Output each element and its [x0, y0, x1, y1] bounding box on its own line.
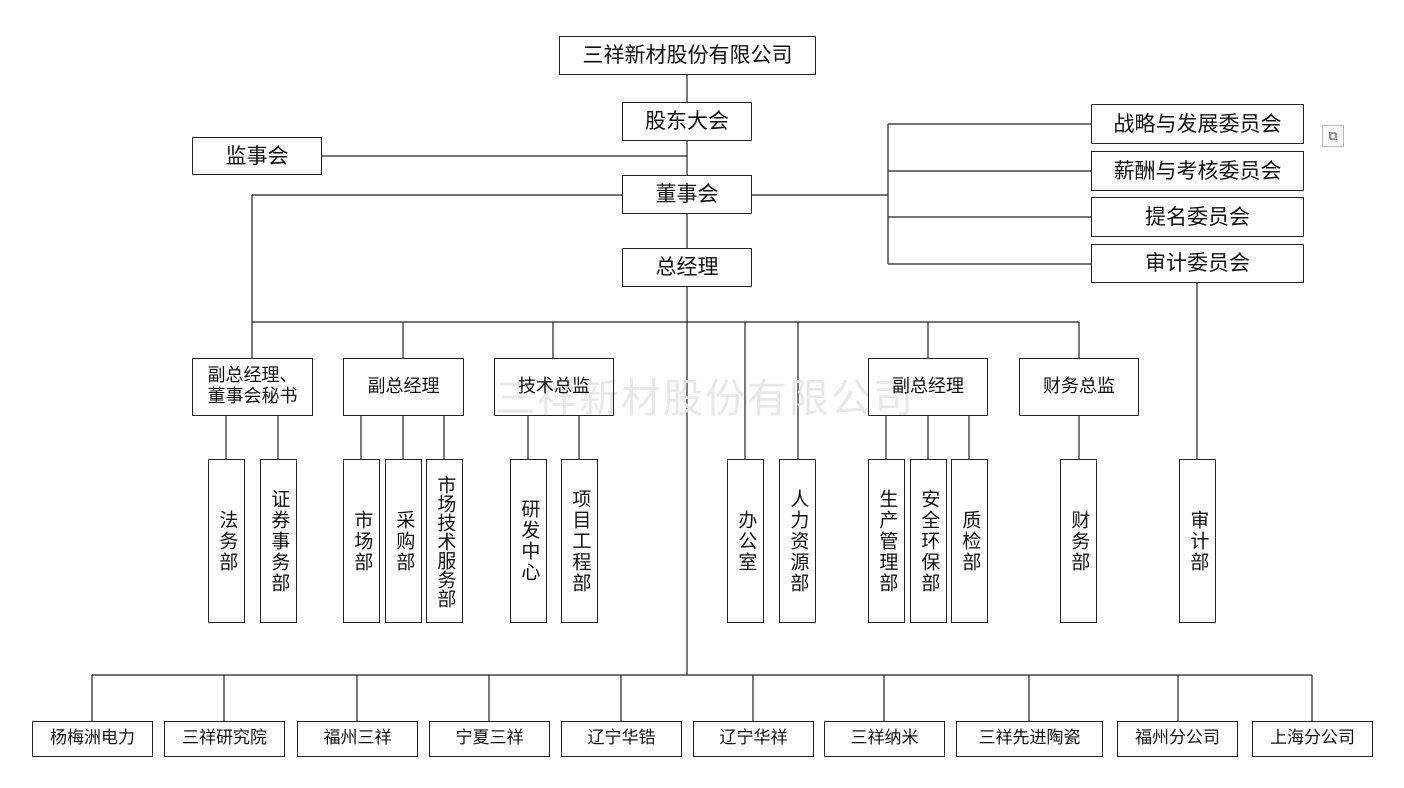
node-sub-liaoning-huaxiang: 辽宁华祥	[693, 721, 814, 757]
node-dept-legal: 法务部	[208, 459, 245, 623]
node-sub-yangmeizhou-power: 杨梅洲电力	[32, 721, 153, 757]
node-sub-ningxia-sanxiang: 宁夏三祥	[429, 721, 550, 757]
node-dept-quality: 质检部	[951, 459, 988, 623]
node-sub-fuzhou-branch: 福州分公司	[1117, 721, 1238, 757]
node-dept-finance: 财务部	[1060, 459, 1097, 623]
node-dept-safety-env: 安全环保部	[910, 459, 947, 623]
node-dept-securities: 证券事务部	[260, 459, 297, 623]
node-manager-vp-2: 副总经理	[343, 358, 464, 416]
node-dept-hr: 人力资源部	[779, 459, 816, 623]
node-general-manager: 总经理	[622, 248, 752, 287]
node-dept-audit: 审计部	[1179, 459, 1216, 623]
node-sub-fuzhou-sanxiang: 福州三祥	[297, 721, 418, 757]
node-dept-market-tech-service: 市场技术服务部	[426, 459, 463, 623]
node-manager-cto: 技术总监	[494, 358, 614, 416]
node-committee-compensation: 薪酬与考核委员会	[1091, 151, 1304, 191]
node-supervisory-board: 监事会	[192, 137, 322, 175]
node-sub-sanxiang-nano: 三祥纳米	[824, 721, 945, 757]
expand-icon[interactable]: ⧉	[1322, 125, 1344, 147]
node-dept-rd-center: 研发中心	[510, 459, 547, 623]
node-dept-office: 办公室	[727, 459, 764, 623]
node-dept-production: 生产管理部	[868, 459, 905, 623]
node-dept-project-engineering: 项目工程部	[561, 459, 598, 623]
node-board-of-directors: 董事会	[622, 175, 752, 214]
node-sub-liaoning-huagao: 辽宁华锆	[561, 721, 682, 757]
node-dept-purchasing: 采购部	[385, 459, 422, 623]
node-sub-shanghai-branch: 上海分公司	[1252, 721, 1373, 757]
node-committee-nomination: 提名委员会	[1091, 197, 1304, 237]
node-company: 三祥新材股份有限公司	[559, 36, 816, 75]
node-sub-advanced-ceramics: 三祥先进陶瓷	[956, 721, 1103, 757]
node-sub-research-institute: 三祥研究院	[164, 721, 285, 757]
node-committee-audit: 审计委员会	[1091, 244, 1304, 283]
node-manager-vp-secretary: 副总经理、 董事会秘书	[192, 358, 313, 416]
node-shareholders-meeting: 股东大会	[622, 102, 752, 141]
node-manager-cfo: 财务总监	[1019, 358, 1139, 416]
node-manager-vp-4: 副总经理	[868, 358, 988, 416]
node-committee-strategy: 战略与发展委员会	[1091, 104, 1304, 144]
node-dept-marketing: 市场部	[343, 459, 380, 623]
